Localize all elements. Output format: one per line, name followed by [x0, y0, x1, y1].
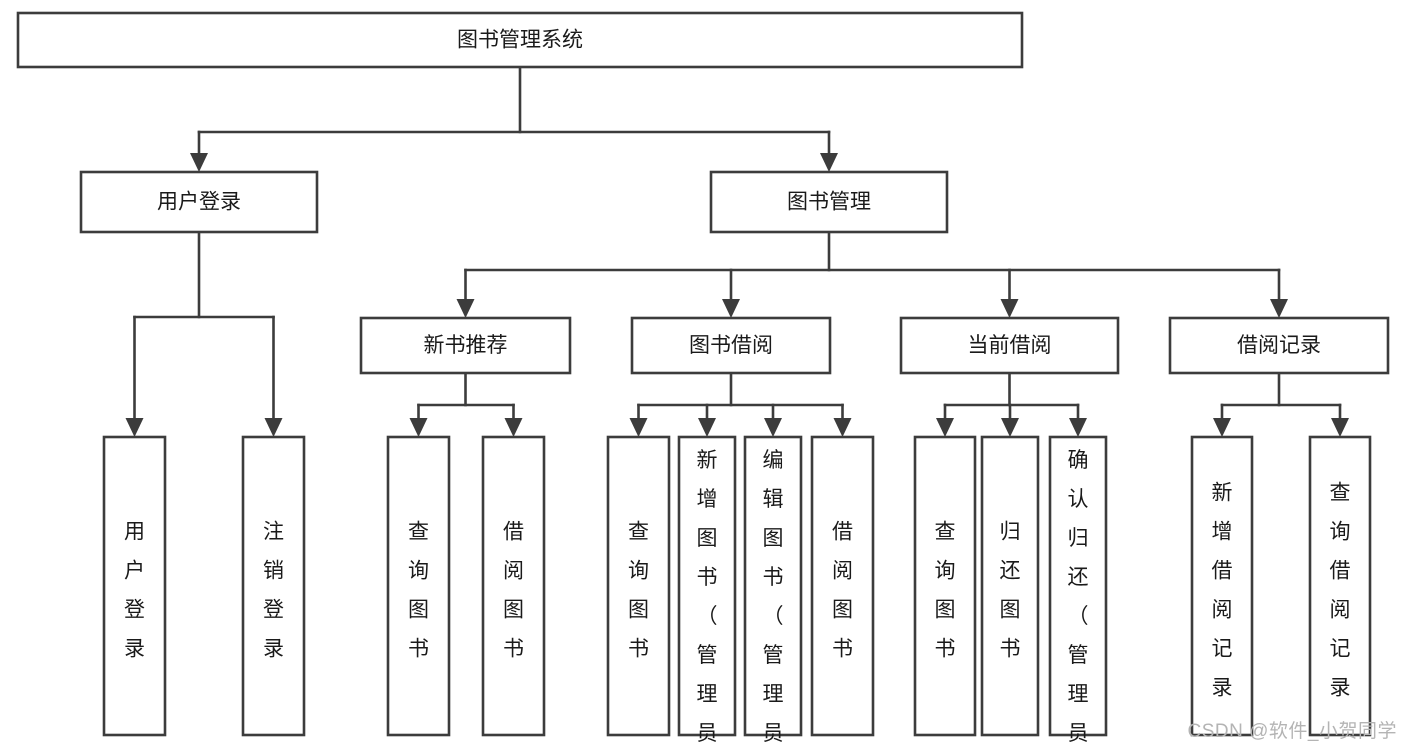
book-borrow-to-leaf-edit-book-arrowhead [764, 418, 782, 437]
node-leaf-user-login-rect [102, 435, 167, 737]
root-to-book-management-arrowhead [820, 153, 838, 172]
node-borrow-record-rect [1168, 316, 1390, 375]
bm-to-current-borrow-arrowhead [1000, 299, 1019, 318]
book-borrow-to-leaf-add-book-arrowhead [698, 418, 716, 437]
node-user-login[interactable]: 用户登录 [79, 170, 319, 234]
node-user-login-rect [79, 170, 319, 234]
node-leaf-user-login-label: 用户登录 [124, 520, 145, 660]
node-leaf-confirm-return-label: 确认归还（管理员） [1068, 449, 1089, 747]
node-leaf-user-login[interactable]: 用户登录 [102, 435, 167, 737]
node-book-management-rect [709, 170, 949, 234]
node-root[interactable]: 图书管理系统 [16, 11, 1024, 69]
node-leaf-borrow-book-2-rect [810, 435, 875, 737]
node-book-management-label: 图书管理 [787, 191, 871, 214]
ul-to-leaf-logout-arrowhead [264, 418, 283, 437]
bm-to-new-book-recommend-arrowhead [456, 299, 475, 318]
node-leaf-edit-book-label: 编辑图书（管理员） [763, 449, 784, 747]
node-current-borrow-label: 当前借阅 [968, 334, 1052, 357]
root-to-user-login-arrowhead [190, 153, 208, 172]
node-leaf-query-record-label: 查询借阅记录 [1330, 481, 1351, 699]
node-leaf-query-book-3-label: 查询图书 [935, 520, 956, 660]
node-leaf-return-book-rect [980, 435, 1040, 737]
node-leaf-add-book-rect [677, 435, 737, 737]
node-leaf-query-book-3-rect [913, 435, 977, 737]
node-current-borrow-rect [899, 316, 1120, 375]
borrow-record-to-leaf-query-record-arrowhead [1331, 418, 1349, 437]
node-root-label: 图书管理系统 [457, 29, 583, 52]
book-borrow-to-leaf-borrow-book-2-arrowhead [833, 418, 852, 437]
node-leaf-query-record[interactable]: 查询借阅记录 [1308, 435, 1372, 737]
node-borrow-record[interactable]: 借阅记录 [1168, 316, 1390, 375]
current-borrow-to-leaf-confirm-return-arrowhead [1069, 418, 1087, 437]
current-borrow-to-leaf-query-book-3-arrowhead [936, 418, 954, 437]
node-new-book-recommend[interactable]: 新书推荐 [359, 316, 572, 375]
node-book-management[interactable]: 图书管理 [709, 170, 949, 234]
book-borrow-to-leaf-query-book-2-arrowhead [629, 418, 648, 437]
new-book-recommend-to-leaf-borrow-book-1-arrowhead [504, 418, 523, 437]
node-leaf-edit-book-rect [743, 435, 803, 737]
watermark-label: CSDN @软件_小贺同学 [1187, 721, 1397, 742]
node-leaf-borrow-book-1-rect [481, 435, 546, 737]
node-user-login-label: 用户登录 [157, 191, 241, 214]
node-leaf-logout[interactable]: 注销登录 [241, 435, 306, 737]
node-current-borrow[interactable]: 当前借阅 [899, 316, 1120, 375]
node-leaf-borrow-book-1[interactable]: 借阅图书 [481, 435, 546, 737]
bm-to-borrow-record-arrowhead [1270, 299, 1288, 318]
node-leaf-borrow-book-1-label: 借阅图书 [503, 520, 524, 660]
node-leaf-query-book-2-label: 查询图书 [628, 520, 649, 660]
node-leaf-query-record-rect [1308, 435, 1372, 737]
node-leaf-confirm-return[interactable]: 确认归还（管理员） [1048, 435, 1108, 747]
ul-to-leaf-user-login-arrowhead [125, 418, 144, 437]
node-leaf-logout-rect [241, 435, 306, 737]
node-leaf-query-book-1-rect [386, 435, 451, 737]
node-new-book-recommend-label: 新书推荐 [424, 334, 508, 357]
node-leaf-confirm-return-rect [1048, 435, 1108, 737]
node-leaf-add-record[interactable]: 新增借阅记录 [1190, 435, 1254, 737]
new-book-recommend-to-leaf-query-book-1-arrowhead [409, 418, 428, 437]
node-new-book-recommend-rect [359, 316, 572, 375]
node-leaf-query-book-2-rect [606, 435, 671, 737]
node-leaf-add-book-label: 新增图书（管理员） [697, 449, 718, 747]
node-leaf-add-record-label: 新增借阅记录 [1212, 481, 1233, 699]
node-leaf-query-book-2[interactable]: 查询图书 [606, 435, 671, 737]
node-leaf-add-book[interactable]: 新增图书（管理员） [677, 435, 737, 747]
node-leaf-borrow-book-2[interactable]: 借阅图书 [810, 435, 875, 737]
node-leaf-add-record-rect [1190, 435, 1254, 737]
node-leaf-query-book-3[interactable]: 查询图书 [913, 435, 977, 737]
current-borrow-to-leaf-return-book-arrowhead [1001, 418, 1019, 437]
node-leaf-return-book-label: 归还图书 [1000, 520, 1021, 660]
node-book-borrow-label: 图书借阅 [689, 334, 773, 357]
node-leaf-query-book-1[interactable]: 查询图书 [386, 435, 451, 737]
node-leaf-borrow-book-2-label: 借阅图书 [832, 520, 853, 660]
nodes-layer: 图书管理系统用户登录图书管理新书推荐图书借阅当前借阅借阅记录用户登录注销登录查询… [16, 11, 1390, 747]
connectors-layer [125, 65, 1349, 437]
bm-to-book-borrow-arrowhead [722, 299, 740, 318]
node-leaf-query-book-1-label: 查询图书 [408, 520, 429, 660]
node-book-borrow-rect [630, 316, 832, 375]
node-root-rect [16, 11, 1024, 69]
borrow-record-to-leaf-add-record-arrowhead [1213, 418, 1231, 437]
node-book-borrow[interactable]: 图书借阅 [630, 316, 832, 375]
node-leaf-edit-book[interactable]: 编辑图书（管理员） [743, 435, 803, 747]
node-borrow-record-label: 借阅记录 [1237, 334, 1321, 357]
node-leaf-return-book[interactable]: 归还图书 [980, 435, 1040, 737]
node-leaf-logout-label: 注销登录 [263, 520, 284, 660]
